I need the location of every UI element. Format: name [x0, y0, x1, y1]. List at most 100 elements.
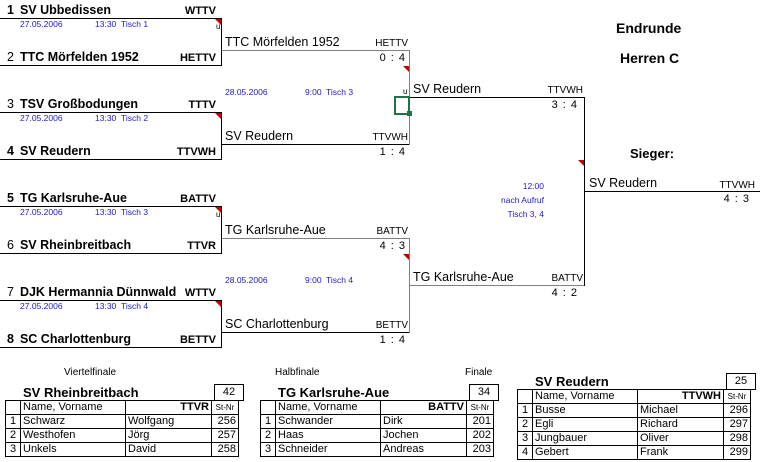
round2-score: 4 : 3: [379, 240, 406, 252]
round2-team-name: SC Charlottenburg: [225, 317, 329, 331]
seed-number: 7: [7, 285, 14, 299]
roster-header-association: BATTV: [380, 400, 467, 415]
match-table: Tisch 4: [326, 275, 354, 285]
player-number: 1: [517, 403, 533, 418]
round2-team-association: TTVWH: [372, 132, 408, 143]
player-number: 2: [260, 428, 276, 443]
seed-number: 6: [7, 238, 14, 252]
seed-number: 3: [7, 97, 14, 111]
roster-header-name: Name, Vorname: [275, 400, 381, 415]
player-first-name: Frank: [637, 445, 724, 460]
marker-u: u: [403, 87, 408, 96]
match-date: 27.05.2006: [20, 19, 63, 29]
seed-entry[interactable]: 6 SV Rheinbreitbach: [7, 238, 131, 252]
page-subtitle: Herren C: [620, 50, 680, 66]
round2-team-association: HETTV: [375, 38, 408, 49]
roster-header-association: TTVWH: [637, 389, 724, 404]
player-last-name: Westhofen: [20, 428, 126, 443]
roster-header-blank: [5, 400, 21, 415]
seed-entry[interactable]: 7 DJK Hermannia Dünnwald: [7, 285, 176, 299]
player-number: 2: [517, 417, 533, 432]
seed-number: 1: [7, 3, 14, 17]
marker-u: u: [216, 210, 221, 219]
player-id: 256: [211, 414, 239, 429]
match-date: 27.05.2006: [20, 207, 63, 217]
player-id: 299: [723, 445, 751, 460]
player-first-name: Andreas: [380, 442, 467, 457]
player-id: 203: [466, 442, 494, 457]
team-name: TTC Mörfelden 1952: [19, 50, 139, 64]
final-table: Tisch 3, 4: [507, 209, 544, 219]
seed-entry[interactable]: 3 TSV Großbodungen: [7, 97, 138, 111]
team-association: HETTV: [179, 52, 216, 64]
roster-team-name: SV Rheinbreitbach: [23, 385, 139, 400]
cell-selection[interactable]: [394, 96, 410, 115]
team-name: TG Karlsruhe-Aue: [19, 191, 127, 205]
seed-entry[interactable]: 1 SV Ubbedissen: [7, 3, 111, 17]
team-association: BETTV: [179, 334, 216, 346]
round2-team-name: TG Karlsruhe-Aue: [225, 223, 326, 237]
roster-team-name: TG Karlsruhe-Aue: [278, 385, 390, 400]
player-first-name: Jörg: [125, 428, 212, 443]
player-number: 1: [260, 414, 276, 429]
winner-score: 4 : 3: [723, 193, 750, 205]
team-association: TTVWH: [176, 146, 216, 158]
player-last-name: Schwarz: [20, 414, 126, 429]
player-id: 202: [466, 428, 494, 443]
team-name: SV Rheinbreitbach: [19, 238, 132, 252]
match-date: 27.05.2006: [20, 113, 63, 123]
seed-number: 5: [7, 191, 14, 205]
final-note: nach Aufruf: [500, 195, 544, 205]
round2-team-name: SV Reudern: [225, 129, 294, 143]
roster-team-number: 25: [726, 373, 756, 390]
roster-header-blank: [517, 389, 533, 404]
player-id: 257: [211, 428, 239, 443]
seed-entry[interactable]: 2 TTC Mörfelden 1952: [7, 50, 139, 64]
player-id: 297: [723, 417, 751, 432]
player-first-name: Wolfgang: [125, 414, 212, 429]
player-first-name: Oliver: [637, 431, 724, 446]
team-name: SV Ubbedissen: [19, 3, 111, 17]
team-name: DJK Hermannia Dünnwald: [19, 285, 177, 299]
roster-header-id: St-Nr: [211, 400, 239, 415]
player-id: 296: [723, 403, 751, 418]
roster-header-id: St-Nr: [466, 400, 494, 415]
roster-header-id: St-Nr: [723, 389, 751, 404]
player-first-name: Michael: [637, 403, 724, 418]
winner-association: TTVWH: [719, 180, 755, 191]
player-first-name: Jochen: [380, 428, 467, 443]
winner-label: Sieger:: [630, 146, 675, 161]
round3-team-association: TTVWH: [547, 85, 583, 96]
team-name: TSV Großbodungen: [19, 97, 138, 111]
player-last-name: Jungbauer: [532, 431, 638, 446]
roster-header-blank: [260, 400, 276, 415]
player-last-name: Egli: [532, 417, 638, 432]
team-association: BATTV: [180, 193, 216, 205]
round3-team-association: BATTV: [551, 273, 583, 284]
roster-team-name: SV Reudern: [535, 374, 609, 389]
round3-score: 4 : 2: [551, 287, 578, 299]
fill-handle[interactable]: [407, 111, 412, 116]
round3-team-name: TG Karlsruhe-Aue: [413, 270, 514, 284]
seed-entry[interactable]: 5 TG Karlsruhe-Aue: [7, 191, 127, 205]
seed-number: 8: [7, 332, 14, 346]
seed-number: 4: [7, 144, 14, 158]
player-last-name: Schwander: [275, 414, 381, 429]
round3-team-name: SV Reudern: [413, 82, 482, 96]
player-first-name: Dirk: [380, 414, 467, 429]
seed-number: 2: [7, 50, 14, 64]
